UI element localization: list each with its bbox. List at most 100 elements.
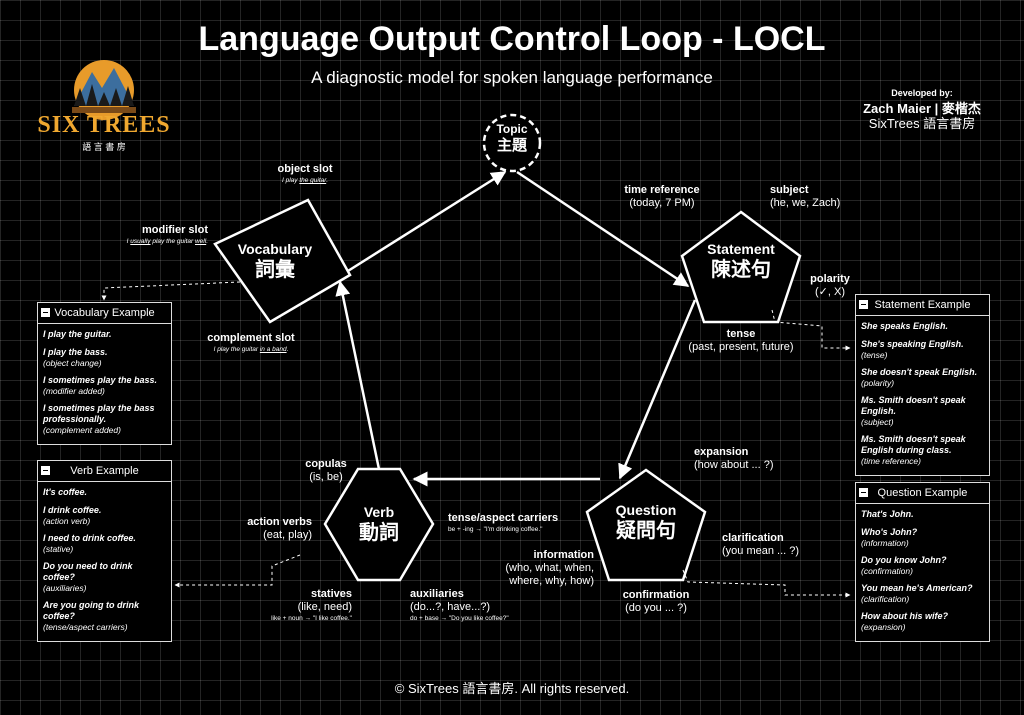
page-subtitle: A diagnostic model for spoken language p… (311, 68, 713, 87)
auxiliaries-ex: do + base → "Do you like coffee?" (410, 615, 509, 622)
copulas-label: copulas (is, be) (286, 458, 366, 484)
panel-item: Ms. Smith doesn't speak English.(subject… (861, 395, 984, 427)
modifier-slot-ex-d: well (194, 238, 207, 245)
arrow-vocabulary-to-topic (339, 170, 507, 278)
panel-item: I drink coffee.(action verb) (43, 505, 166, 526)
panel-item: I play the guitar. (43, 329, 166, 340)
panel-item: How about his wife?(expansion) (861, 611, 984, 632)
question-node: Question 疑問句 (596, 502, 696, 543)
question-node-en: Question (615, 502, 677, 518)
panel-item: Are you going to drink coffee?(tense/asp… (43, 600, 166, 632)
clarification-sub: (you mean ... ?) (722, 545, 800, 557)
panel-item-sentence: How about his wife? (861, 611, 948, 621)
six-trees-logo: SIX TREES 語 言 書 房 (34, 58, 174, 158)
confirmation-label: confirmation (do you ... ?) (606, 589, 706, 615)
tense-sub: (past, present, future) (688, 341, 794, 353)
panel-item-note: (time reference) (861, 456, 921, 466)
question-panel-title: Question Example (877, 487, 968, 499)
logo-chinese: 語 言 書 房 (82, 142, 126, 152)
panel-item: I play the bass.(object change) (43, 347, 166, 368)
panel-item-note: (confirmation) (861, 566, 913, 576)
information-label: information (who, what, when, where, why… (494, 549, 594, 588)
tense-title: tense (726, 328, 756, 340)
complement-slot-ex-b: in a band (259, 346, 287, 353)
modifier-slot-ex-c: play the guitar (150, 238, 195, 245)
confirmation-sub: (do you ... ?) (625, 602, 687, 614)
action-verbs-label: action verbs (eat, play) (232, 516, 312, 542)
polarity-label: polarity (✓, X) (800, 273, 860, 299)
panel-item-note: (information) (861, 538, 909, 548)
topic-node-en: Topic (496, 122, 528, 136)
confirmation-title: confirmation (622, 589, 690, 601)
polarity-sub: (✓, X) (815, 286, 845, 298)
panel-item-sentence: Are you going to drink coffee? (43, 600, 139, 621)
panel-item-sentence: Do you need to drink coffee? (43, 561, 133, 582)
object-slot-ex-a: I play (281, 177, 300, 184)
modifier-slot-label: modifier slot I usually play the guitar … (108, 224, 208, 246)
panel-item-note: (expansion) (861, 622, 906, 632)
statement-node-cn: 陳述句 (711, 259, 771, 281)
statement-node-shape (680, 210, 802, 324)
arrow-verb-to-vocabulary (335, 280, 382, 475)
vocabulary-node-shape (213, 198, 352, 324)
object-slot-label: object slot I play the guitar. (260, 163, 350, 185)
connector-verb-panel (174, 554, 301, 588)
credit-org: SixTrees 語言書房 (868, 116, 976, 131)
panel-item-sentence: That's John. (861, 509, 914, 519)
clarification-label: clarification (you mean ... ?) (722, 532, 822, 558)
complement-slot-ex-a: I play the guitar (213, 346, 260, 353)
verb-panel-title: Verb Example (70, 465, 139, 477)
page-title: Language Output Control Loop - LOCL (198, 20, 826, 58)
statement-example-panel: Statement Example She speaks English. She… (855, 294, 990, 476)
panel-item-sentence: I drink coffee. (43, 505, 102, 515)
question-node-shape (585, 468, 707, 582)
verb-example-panel: Verb Example It's coffee. I drink coffee.… (37, 460, 172, 642)
panel-item-note: (clarification) (861, 594, 910, 604)
panel-item-sentence: She doesn't speak English. (861, 367, 978, 377)
object-slot-ex-b: the guitar (299, 177, 327, 184)
panel-item: I sometimes play the bass professionally… (43, 403, 166, 435)
collapse-icon[interactable] (859, 488, 868, 497)
panel-item-sentence: You mean he's American? (861, 583, 973, 593)
information-sub1: (who, what, when, (505, 562, 594, 574)
panel-item-sentence: Do you know John? (861, 555, 947, 565)
panel-item: I sometimes play the bass.(modifier adde… (43, 375, 166, 396)
copulas-sub: (is, be) (309, 471, 343, 483)
panel-item-sentence: She's speaking English. (861, 339, 964, 349)
statement-panel-title: Statement Example (874, 299, 971, 311)
vocabulary-node-en: Vocabulary (237, 241, 313, 257)
collapse-icon[interactable] (41, 308, 50, 317)
expansion-title: expansion (694, 446, 749, 458)
panel-item-sentence: She speaks English. (861, 321, 949, 331)
time-reference-label: time reference (today, 7 PM) (612, 184, 712, 210)
mountain-trees-icon (72, 60, 136, 120)
question-example-panel: Question Example That's John.Who's John?… (855, 482, 990, 642)
arrow-topic-to-statement (516, 170, 690, 288)
panel-item-note: (auxiliaries) (43, 583, 87, 593)
information-title: information (533, 549, 595, 561)
logo-name: SIX TREES (37, 112, 171, 138)
object-slot-ex-c: . (326, 177, 329, 184)
statives-sub: (like, need) (297, 601, 352, 613)
panel-item-sentence: Ms. Smith doesn't speak English. (861, 395, 966, 416)
panel-item-sentence: It's coffee. (43, 487, 87, 497)
tense-label: tense (past, present, future) (680, 328, 802, 354)
auxiliaries-title: auxiliaries (410, 588, 464, 600)
statives-title: statives (311, 588, 352, 600)
vocabulary-example-panel: Vocabulary Example I play the guitar.I p… (37, 302, 172, 445)
panel-item-sentence: I sometimes play the bass professionally… (43, 403, 155, 424)
credit-developed-by: Developed by: (891, 88, 953, 98)
panel-item-note: (tense) (861, 350, 888, 360)
panel-item: She speaks English. (861, 321, 984, 332)
panel-item: Do you know John?(confirmation) (861, 555, 984, 576)
footer-copyright: © SixTrees 語言書房. All rights reserved. (394, 681, 630, 696)
tense-aspect-label: tense/aspect carriers be + -ing → "I'm d… (448, 512, 588, 534)
clarification-title: clarification (722, 532, 784, 544)
modifier-slot-ex-e: . (206, 238, 208, 245)
collapse-icon[interactable] (859, 300, 868, 309)
collapse-icon[interactable] (41, 466, 50, 475)
verb-node-shape (323, 467, 435, 582)
panel-item: She doesn't speak English.(polarity) (861, 367, 984, 388)
information-sub2: where, why, how) (509, 575, 594, 587)
